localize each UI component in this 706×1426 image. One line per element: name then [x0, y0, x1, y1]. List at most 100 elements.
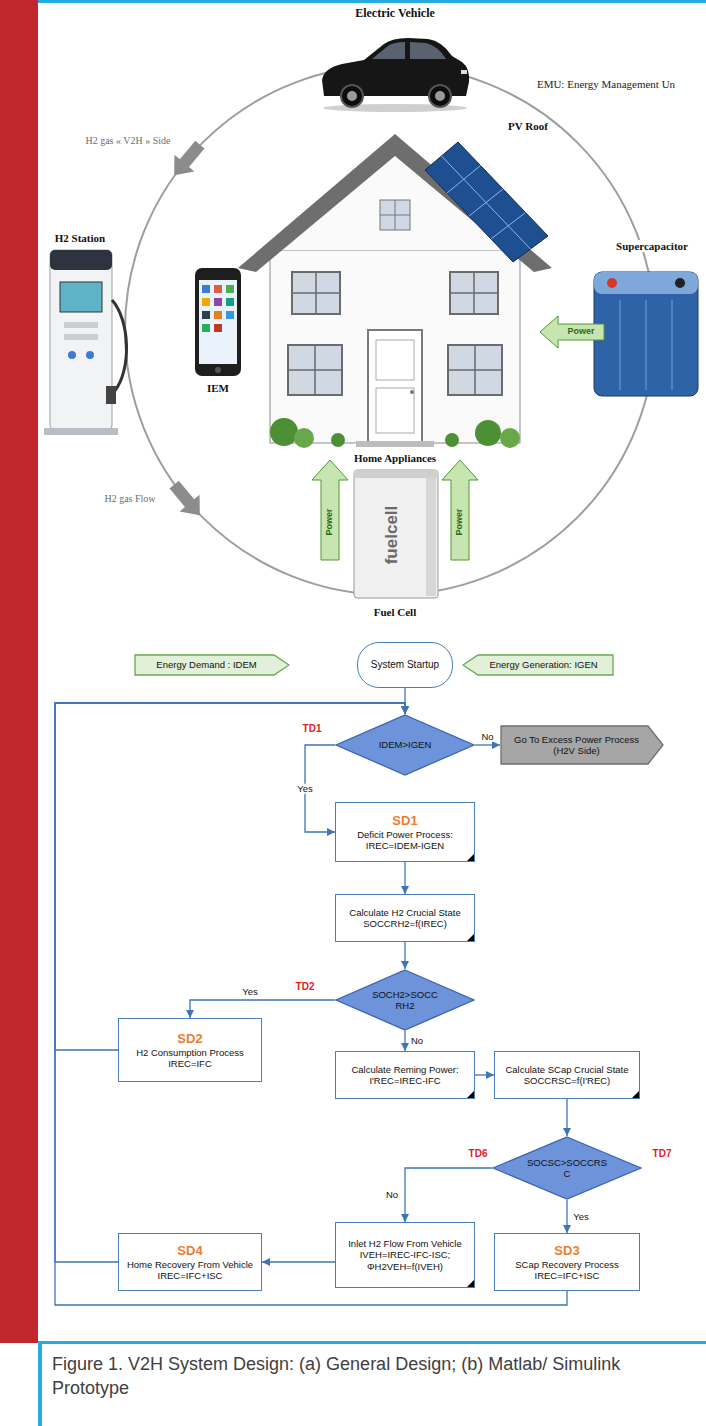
phone-screen: [199, 280, 237, 364]
caption-rule: [38, 1341, 706, 1344]
subsystem-triangle: [467, 934, 474, 941]
picture-label: PV Roof: [506, 120, 550, 132]
process-box: Calculate H2 Crucial State SOCCRH2=f(IRE…: [335, 894, 475, 942]
station-slot: [64, 322, 98, 328]
power-arrow: [442, 460, 478, 560]
state-tag: SD1: [392, 813, 417, 828]
figure-caption: Figure 1. V2H System Design: (a) General…: [52, 1352, 698, 1401]
terminal: [607, 278, 617, 288]
subsystem-mark: [467, 1091, 474, 1098]
transition-tag: TD6: [469, 1148, 488, 1159]
process-box: Calculate SCap Crucial State SOCCRSC=f(I…: [494, 1051, 640, 1099]
fuel-cell-unit: [354, 470, 438, 598]
power-arrow: [540, 316, 604, 348]
bush: [294, 428, 314, 448]
fuel-cell-cabinet: [354, 470, 438, 598]
branch-label: No: [384, 1190, 400, 1200]
node-text: System Startup: [371, 659, 439, 671]
flow-connector: [55, 703, 567, 1305]
node-text: SOCSC>SOCCRSC: [526, 1157, 608, 1179]
node-text: Inlet H2 Flow From Vehicle IVEH=IREC-IFC…: [343, 1238, 467, 1272]
flow-connector: [405, 1168, 492, 1222]
flow-connector: [404, 1031, 405, 1051]
bush: [475, 420, 501, 446]
node-text: SCap Recovery Process IREC=IFC+ISC: [502, 1259, 632, 1281]
car-hub: [435, 91, 445, 101]
node-text: Deficit Power Process: IREC=IDEM-IGEN: [343, 829, 467, 851]
power-tag: Power: [455, 508, 465, 535]
app-icon: [214, 324, 222, 332]
node-text: Calculate SCap Crucial State SOCCRSC=f(I…: [502, 1064, 632, 1086]
caption-side-rule: [38, 1341, 42, 1426]
acronym-note: EMU: Energy Management Un: [535, 78, 677, 90]
node-text: IDEM>IGEN: [379, 739, 432, 750]
branch-label: Yes: [240, 987, 260, 997]
power-tag: Power: [567, 327, 594, 337]
branch-label: No: [409, 1036, 425, 1046]
station-base: [44, 428, 118, 435]
terminal: [675, 278, 685, 288]
cabinet-side: [426, 478, 436, 596]
house-roof: [238, 134, 552, 272]
start-terminal: System Startup: [357, 642, 453, 688]
node-text: H2 Consumption Process IREC=IFC: [126, 1047, 254, 1069]
house-wall: [270, 250, 520, 443]
flow-connector: [404, 942, 405, 969]
node-text: Go To Excess Power Process (H2V Side): [507, 734, 646, 756]
process-box: Inlet H2 Flow From Vehicle IVEH=IREC-IFC…: [335, 1222, 475, 1288]
app-icon: [214, 298, 222, 306]
picture-label: Fuel Cell: [372, 606, 418, 618]
cabinet-top: [354, 470, 438, 478]
flow-connector: [566, 1099, 567, 1136]
transition-tag: TD2: [296, 981, 315, 992]
subsystem-mark: [467, 934, 474, 941]
flow-connector: [190, 1000, 335, 1018]
electric-car: [322, 38, 469, 112]
transition-tag: TD1: [303, 723, 322, 734]
car-window: [372, 42, 405, 59]
supercap-ribs: [620, 300, 672, 390]
app-icon: [226, 285, 234, 293]
power-tag: Power: [325, 508, 335, 535]
app-icon: [226, 311, 234, 319]
process-box: SD4Home Recovery From Vehicle IREC=IFC+I…: [118, 1233, 262, 1291]
picture-label: Home Appliances: [352, 452, 438, 464]
station-body: [50, 250, 112, 430]
subsystem-triangle: [632, 1091, 639, 1098]
node-shape: [336, 715, 474, 775]
picture-label: IEM: [205, 382, 231, 394]
node-shape: [463, 655, 613, 675]
arrow-tag: Go To Excess Power Process (H2V Side): [500, 725, 664, 765]
flow-note: H2 gas « V2H » Side: [83, 135, 172, 146]
supercap-top: [594, 272, 698, 294]
process-box: SD3SCap Recovery Process IREC=IFC+ISC: [494, 1233, 640, 1291]
smartphone: [195, 268, 241, 376]
station-button: [68, 351, 76, 359]
car-headlight: [461, 70, 467, 74]
state-tag: SD3: [554, 1243, 579, 1258]
decision-diamond: IDEM>IGEN: [335, 714, 475, 776]
node-text: Home Recovery From Vehicle IREC=IFC+ISC: [126, 1259, 254, 1281]
station-hose: [112, 300, 127, 392]
subsystem-mark: [467, 1280, 474, 1287]
node-shape: [336, 970, 474, 1030]
attic-window: [380, 200, 410, 230]
car-window: [410, 42, 446, 59]
app-icon: [202, 298, 210, 306]
flow-connector: [475, 744, 500, 745]
flow-connector: [566, 1200, 567, 1233]
door-panel: [376, 388, 414, 433]
subsystem-mark: [632, 1091, 639, 1098]
pv-panel: [425, 142, 548, 262]
car-wheel: [429, 85, 451, 107]
branch-label: No: [479, 732, 495, 742]
station-nozzle: [106, 386, 116, 404]
flow-note: H2 gas Flow: [102, 493, 157, 504]
state-tag: SD2: [177, 1031, 202, 1046]
door-knob: [410, 390, 414, 394]
power-arrow: [312, 460, 348, 560]
supercap-body: [594, 272, 698, 396]
process-box: Calculate Reming Power: I'REC=IREC-IFC: [335, 1051, 475, 1099]
